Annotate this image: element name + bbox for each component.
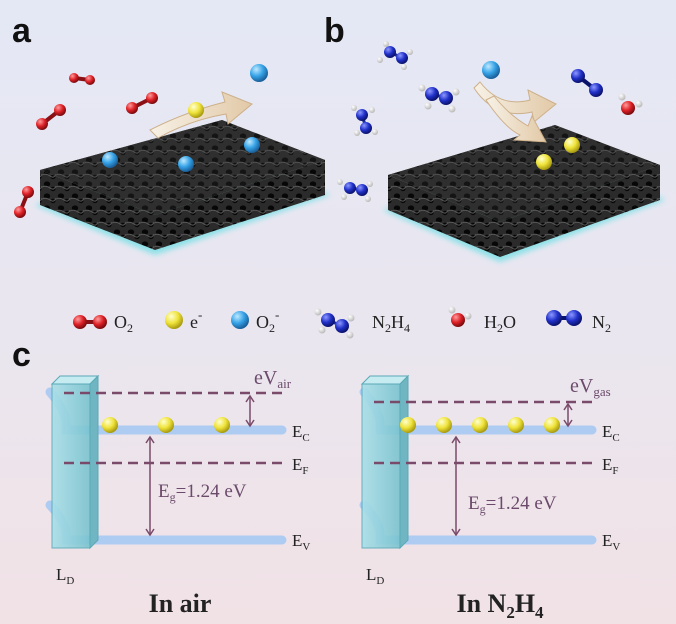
panel-label-c: c	[12, 336, 31, 374]
svg-text:Eg=1.24 eV: Eg=1.24 eV	[468, 493, 557, 516]
legend-o2: O2	[73, 312, 133, 335]
electron-icon	[214, 417, 230, 433]
svg-text:EC: EC	[602, 422, 620, 444]
ev-air-label: eV	[254, 367, 278, 389]
ld-right-label: L	[366, 565, 376, 584]
ev-gas-label: eV	[570, 375, 594, 397]
n2-legend-icon	[546, 310, 562, 326]
svg-text:LD: LD	[56, 565, 74, 587]
electron-icon	[544, 417, 560, 433]
svg-text:e-: e-	[190, 307, 202, 332]
eg-left-label: E	[158, 481, 170, 502]
superoxide-icon	[250, 64, 268, 82]
electron-legend-icon	[165, 311, 183, 329]
n2-molecule-icon	[571, 69, 603, 97]
legend-nitrogen: N2	[546, 310, 611, 335]
water-molecule-icon	[618, 93, 643, 115]
legend-water-label: H	[484, 312, 497, 332]
svg-text:EV: EV	[292, 531, 310, 553]
legend-hydrazine: N2H4	[314, 308, 410, 339]
hydrazine-legend-icon	[321, 313, 335, 327]
legend-superoxide-label: O	[256, 312, 269, 332]
electron-icon	[102, 417, 118, 433]
legend-water: H2O	[448, 306, 516, 335]
svg-text:O2: O2	[114, 312, 133, 335]
depletion-layer-plate	[361, 383, 401, 549]
electron-icon	[436, 417, 452, 433]
svg-text:N2H4: N2H4	[372, 312, 410, 335]
panel-label-a: a	[12, 12, 32, 50]
electron-icon	[564, 137, 580, 153]
electron-icon	[536, 154, 552, 170]
ef-right-label: E	[602, 455, 612, 474]
legend-electron-label: e	[190, 312, 198, 332]
electron-icon	[472, 417, 488, 433]
svg-text:eVair: eVair	[254, 367, 292, 391]
legend-nitrogen-label: N	[592, 312, 605, 332]
electron-icon	[188, 102, 204, 118]
electron-icon	[508, 417, 524, 433]
band-diagram-air: eVair Eg=1.24 eV EC EF EV LD In air	[45, 367, 310, 618]
superoxide-icon	[178, 156, 194, 172]
electron-row	[102, 417, 230, 433]
hydrazine-molecule-icon	[351, 105, 378, 136]
o2-molecule-icon	[36, 104, 66, 130]
svg-text:O2-: O2-	[256, 307, 279, 335]
ef-left-label: E	[292, 455, 302, 474]
o2-molecule-icon	[126, 92, 158, 114]
svg-text:eVgas: eVgas	[570, 375, 611, 399]
superoxide-legend-icon	[231, 311, 249, 329]
legend-hydrazine-label: N	[372, 312, 385, 332]
o2-molecule-icon	[14, 186, 34, 218]
electron-row	[400, 417, 560, 433]
legend: O2 e- O2- N2H4	[73, 306, 611, 339]
condition-title-n2h4: In N2H4	[456, 589, 544, 622]
hydrazine-molecule-icon	[418, 84, 460, 113]
legend-o2-label: O	[114, 312, 127, 332]
ev-right-label: E	[602, 531, 612, 550]
o2-legend-icon	[73, 315, 87, 329]
legend-electron: e-	[165, 307, 202, 332]
hydrazine-molecule-icon	[377, 41, 413, 70]
superoxide-icon	[102, 152, 118, 168]
electron-icon	[400, 417, 416, 433]
svg-text:H2O: H2O	[484, 312, 516, 335]
svg-text:EC: EC	[292, 422, 310, 444]
porous-material-block-a	[35, 120, 330, 255]
band-diagram-n2h4: eVgas Eg=1.24 eV EC EF EV LD In N2H4	[359, 374, 620, 622]
svg-text:EF: EF	[292, 455, 309, 477]
ec-right-label: E	[602, 422, 612, 441]
hydrazine-molecule-icon	[337, 179, 373, 202]
porous-material-block-b	[383, 125, 665, 262]
svg-text:LD: LD	[366, 565, 384, 587]
svg-text:Eg=1.24 eV: Eg=1.24 eV	[158, 481, 247, 504]
electron-icon	[158, 417, 174, 433]
superoxide-icon	[244, 137, 260, 153]
arrow-icon	[485, 95, 547, 143]
o2-molecule-icon	[69, 73, 95, 85]
svg-text:EV: EV	[602, 531, 620, 553]
panel-a-scene	[14, 64, 330, 255]
legend-superoxide: O2-	[231, 307, 279, 335]
condition-title-air: In air	[149, 589, 212, 618]
svg-text:EF: EF	[602, 455, 619, 477]
superoxide-icon	[482, 61, 500, 79]
panel-b-scene	[337, 41, 665, 262]
panel-label-b: b	[324, 12, 345, 50]
ld-left-label: L	[56, 565, 66, 584]
ev-left-label: E	[292, 531, 302, 550]
depletion-layer-plate	[51, 383, 91, 549]
water-legend-icon	[451, 313, 465, 327]
svg-text:N2: N2	[592, 312, 611, 335]
eg-right-label: E	[468, 493, 480, 514]
ec-left-label: E	[292, 422, 302, 441]
arrow-icon	[473, 81, 557, 123]
